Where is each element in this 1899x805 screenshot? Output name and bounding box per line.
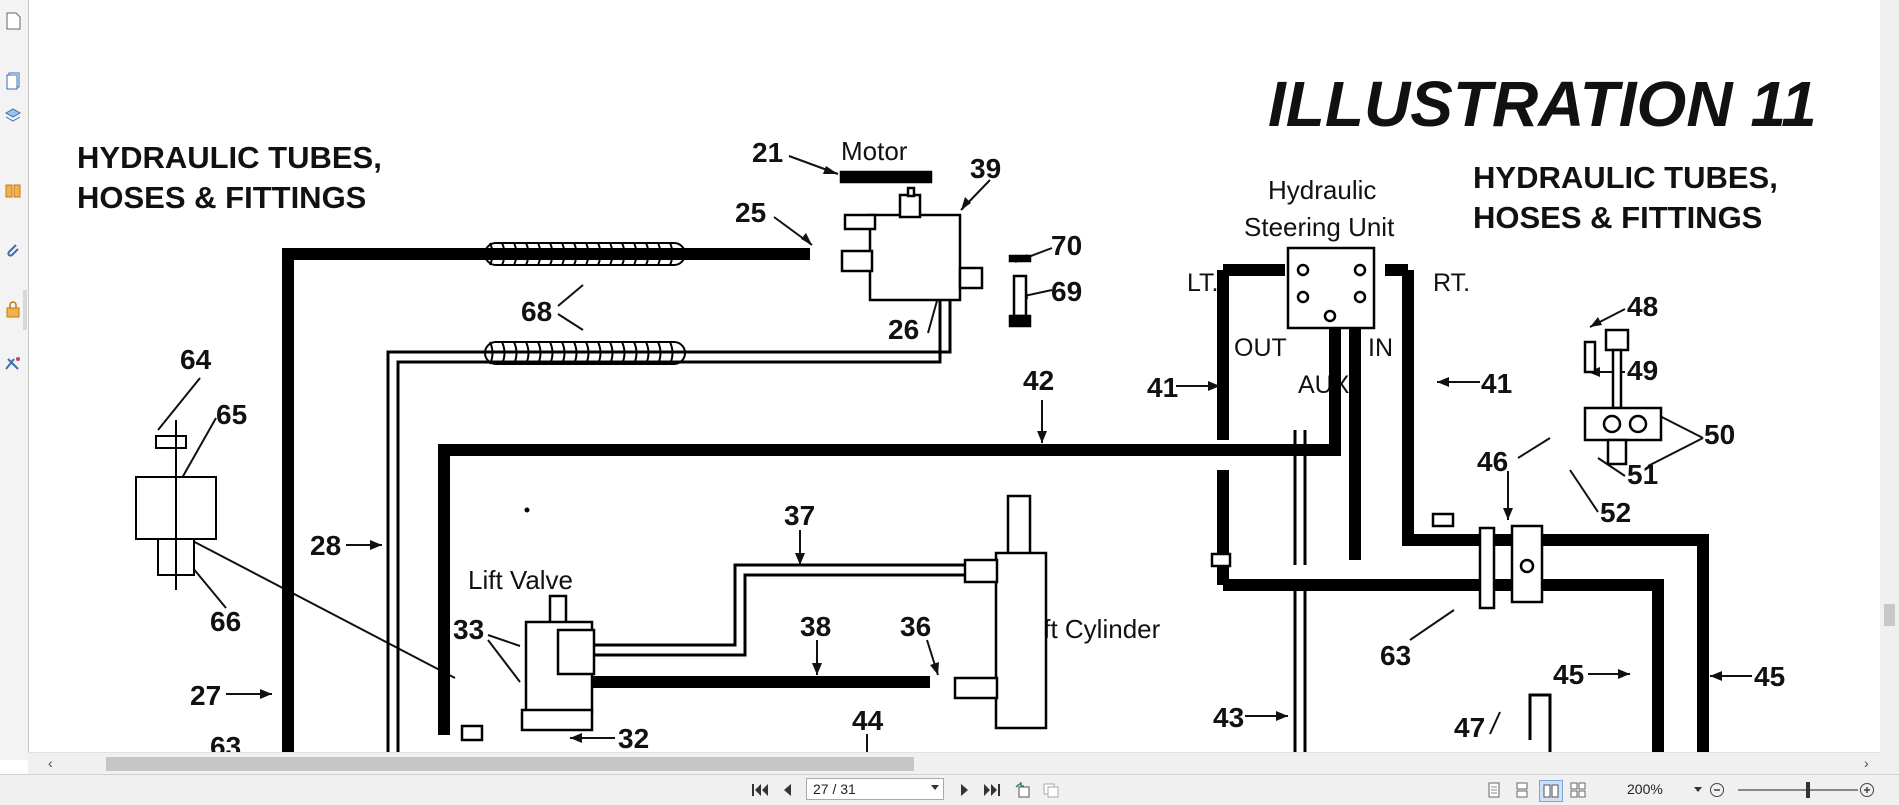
part-49: 49 [1627, 355, 1658, 386]
bookmarks-icon[interactable] [2, 180, 24, 202]
label-steering-unit-1: Hydraulic [1268, 175, 1376, 205]
zoom-out-icon[interactable] [1706, 780, 1728, 800]
panel-splitter[interactable] [23, 290, 27, 330]
part-32: 32 [618, 723, 649, 752]
part-70: 70 [1051, 230, 1082, 261]
next-view-icon[interactable] [1040, 780, 1062, 800]
part-44: 44 [852, 705, 884, 736]
label-aux: AUX [1298, 371, 1350, 399]
part-47: 47 [1454, 712, 1485, 743]
title-left-line1: HYDRAULIC TUBES, [77, 140, 382, 175]
part-27: 27 [190, 680, 221, 711]
signature-icon[interactable] [2, 352, 24, 374]
status-bar: 27 / 31 200% [0, 774, 1899, 805]
page-number-value: 27 / 31 [813, 781, 856, 797]
part-68: 68 [521, 296, 552, 327]
continuous-view-icon[interactable] [1511, 780, 1533, 800]
part-41-left: 41 [1147, 372, 1178, 403]
part-66: 66 [210, 606, 241, 637]
single-page-view-icon[interactable] [1483, 780, 1505, 800]
attachment-icon[interactable] [2, 240, 24, 262]
part-45-left: 45 [1553, 659, 1584, 690]
part-21: 21 [752, 137, 783, 168]
zoom-in-icon[interactable] [1856, 780, 1878, 800]
label-motor: Motor [841, 136, 908, 166]
part-46: 46 [1477, 446, 1508, 477]
document-viewport[interactable]: ILLUSTRATION 11 HYDRAULIC TUBES, HOSES &… [30, 0, 1880, 752]
label-steering-unit-2: Steering Unit [1244, 212, 1395, 242]
vertical-scrollbar[interactable] [1880, 0, 1899, 780]
part-38: 38 [800, 611, 831, 642]
title-right-line2: HOSES & FITTINGS [1473, 200, 1762, 235]
part-42: 42 [1023, 365, 1054, 396]
left-toolbar [0, 0, 29, 760]
label-out: OUT [1234, 334, 1287, 362]
label-rt: RT. [1433, 269, 1470, 297]
part-69: 69 [1051, 276, 1082, 307]
part-33: 33 [453, 614, 484, 645]
horizontal-scroll-thumb[interactable] [106, 757, 914, 771]
part-48: 48 [1627, 291, 1658, 322]
zoom-level[interactable]: 200% [1627, 781, 1663, 797]
last-page-icon[interactable] [981, 780, 1003, 800]
illustration-heading: ILLUSTRATION 11 [1268, 68, 1817, 140]
zoom-dropdown-icon[interactable] [1694, 787, 1702, 792]
page-icon[interactable] [2, 10, 24, 32]
part-43: 43 [1213, 702, 1244, 733]
part-36: 36 [900, 611, 931, 642]
next-page-icon[interactable] [954, 780, 976, 800]
title-left-line2: HOSES & FITTINGS [77, 180, 366, 215]
part-26: 26 [888, 314, 919, 345]
page-number-input[interactable]: 27 / 31 [806, 778, 944, 800]
pages-icon[interactable] [2, 70, 24, 92]
schematic-drawing: ILLUSTRATION 11 HYDRAULIC TUBES, HOSES &… [77, 68, 1817, 752]
part-37: 37 [784, 500, 815, 531]
part-41-right: 41 [1481, 368, 1512, 399]
part-63-right: 63 [1380, 640, 1411, 671]
part-25: 25 [735, 197, 766, 228]
previous-page-icon[interactable] [776, 780, 798, 800]
zoom-slider-thumb[interactable] [1806, 782, 1810, 798]
two-page-continuous-icon[interactable] [1567, 780, 1589, 800]
scroll-left-icon[interactable]: ‹ [48, 755, 53, 771]
lock-icon[interactable] [2, 298, 24, 320]
title-right-line1: HYDRAULIC TUBES, [1473, 160, 1778, 195]
part-64: 64 [180, 344, 212, 375]
part-63-left: 63 [210, 731, 241, 752]
page-dropdown-icon[interactable] [931, 785, 939, 790]
part-65: 65 [216, 399, 247, 430]
part-28: 28 [310, 530, 341, 561]
part-50: 50 [1704, 419, 1735, 450]
vertical-scroll-thumb[interactable] [1884, 604, 1895, 626]
label-lift-valve: Lift Valve [468, 565, 573, 595]
zoom-slider-track[interactable] [1738, 789, 1858, 791]
first-page-icon[interactable] [749, 780, 771, 800]
label-in: IN [1368, 334, 1393, 362]
two-page-view-icon[interactable] [1539, 780, 1563, 802]
part-39: 39 [970, 153, 1001, 184]
part-45-right: 45 [1754, 661, 1785, 692]
previous-view-icon[interactable] [1012, 780, 1034, 800]
layers-icon[interactable] [2, 105, 24, 127]
label-lt: LT. [1187, 269, 1219, 297]
horizontal-scrollbar[interactable]: ‹ › [28, 752, 1880, 775]
part-52: 52 [1600, 497, 1631, 528]
scroll-right-icon[interactable]: › [1864, 755, 1869, 771]
